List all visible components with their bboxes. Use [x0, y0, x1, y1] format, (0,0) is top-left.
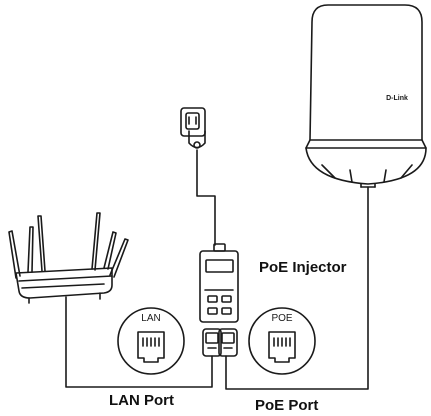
power-cable [196, 149, 216, 246]
ethernet-plug-icon [202, 328, 238, 357]
access-point-icon [305, 4, 427, 188]
poe-injector-icon [199, 243, 239, 323]
poe-cable [225, 186, 369, 390]
ap-brand-logo: D-Link [386, 95, 408, 102]
lan-port-label: LAN Port [109, 392, 174, 409]
lan-cable [65, 296, 213, 388]
cable-lines [65, 149, 369, 390]
wall-outlet-icon [180, 107, 206, 149]
poe-jack-label: POE [271, 313, 292, 324]
poe-injector-label: PoE Injector [259, 259, 347, 276]
router-icon [8, 212, 129, 304]
poe-jack-icon [248, 307, 316, 375]
lan-jack-icon [117, 307, 185, 375]
poe-port-label: PoE Port [255, 397, 319, 414]
lan-jack-label: LAN [141, 313, 160, 324]
